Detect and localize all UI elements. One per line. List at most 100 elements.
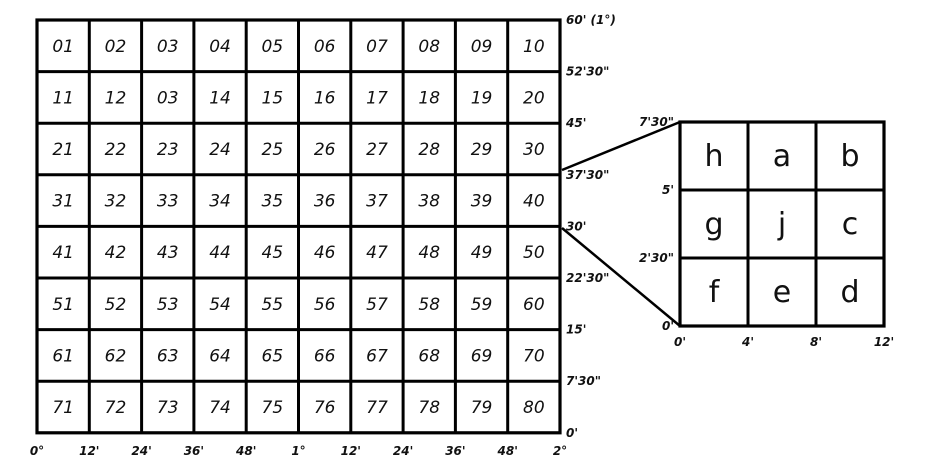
longitude-tick-label: 48' <box>235 444 256 458</box>
grid-cell-number: 60 <box>523 295 545 315</box>
grid-cell-number: 80 <box>523 398 545 418</box>
latitude-tick-label: 30' <box>566 219 586 233</box>
detail-grid-lines <box>678 120 886 328</box>
grid-cell-number: 29 <box>471 140 493 160</box>
grid-cell-number: 75 <box>262 398 284 418</box>
grid-cell-number: 52 <box>105 295 127 315</box>
detail-longitude-label: 0' <box>674 335 686 349</box>
subcell-letter: d <box>840 275 859 310</box>
subcell-letter: j <box>777 207 786 242</box>
longitude-tick-label: 2° <box>553 444 567 458</box>
grid-cell-number: 25 <box>262 140 284 160</box>
grid-cell-number: 09 <box>471 37 493 57</box>
longitude-tick-label: 24' <box>131 444 151 458</box>
grid-cell-number: 53 <box>157 295 179 315</box>
grid-cell-number: 18 <box>418 88 440 108</box>
detail-longitude-label: 8' <box>810 335 822 349</box>
grid-cell-number: 12 <box>105 88 127 108</box>
grid-cell-number: 72 <box>105 398 127 418</box>
subcell-letter: h <box>704 139 723 174</box>
grid-cell-number: 57 <box>366 295 388 315</box>
grid-cell-number: 06 <box>314 37 336 57</box>
longitude-tick-label: 36' <box>445 444 465 458</box>
grid-cell-number: 24 <box>209 140 231 160</box>
grid-cell-number: 43 <box>157 243 179 263</box>
detail-latitude-label: 5' <box>662 183 674 197</box>
detail-grid-left-axis: 7'30"5'2'30"0' <box>639 115 674 333</box>
grid-cell-number: 20 <box>523 88 545 108</box>
zoom-connector-lines <box>561 120 681 327</box>
grid-cell-number: 58 <box>418 295 440 315</box>
grid-cell-number: 40 <box>523 192 545 212</box>
grid-cell-number: 65 <box>262 346 284 366</box>
grid-cell-number: 47 <box>366 243 388 263</box>
grid-cell-number: 48 <box>418 243 440 263</box>
longitude-tick-label: 1° <box>291 444 305 458</box>
latitude-tick-label: 15' <box>566 323 586 337</box>
subcell-letter: c <box>842 207 859 242</box>
grid-cell-number: 54 <box>209 295 231 315</box>
latitude-tick-label: 0' <box>566 426 578 440</box>
grid-cell-number: 68 <box>418 346 440 366</box>
grid-cell-number: 17 <box>366 88 388 108</box>
grid-cell-number: 49 <box>471 243 493 263</box>
grid-cell-number: 76 <box>314 398 336 418</box>
grid-cell-number: 61 <box>52 346 74 366</box>
grid-cell-number: 63 <box>157 346 179 366</box>
zoom-connector-bottom <box>561 227 681 327</box>
detail-latitude-label: 2'30" <box>639 251 674 265</box>
grid-cell-number: 55 <box>262 295 284 315</box>
grid-cell-number: 31 <box>52 192 74 212</box>
detail-longitude-label: 12' <box>874 335 894 349</box>
grid-cell-number: 51 <box>52 295 74 315</box>
grid-cell-number: 32 <box>105 192 127 212</box>
grid-cell-number: 79 <box>471 398 493 418</box>
subcell-letter: e <box>773 275 791 310</box>
grid-cell-number: 19 <box>471 88 493 108</box>
grid-cell-number: 70 <box>523 346 545 366</box>
grid-cell-number: 38 <box>418 192 440 212</box>
longitude-tick-label: 24' <box>393 444 413 458</box>
grid-cell-number: 03 <box>157 88 179 108</box>
main-grid-right-axis: 60' (1°)52'30"45'37'30"30'22'30"15'7'30"… <box>565 13 616 440</box>
latitude-tick-label: 52'30" <box>566 65 609 79</box>
latitude-tick-label: 60' (1°) <box>566 13 616 27</box>
grid-cell-number: 74 <box>209 398 231 418</box>
grid-cell-number: 23 <box>157 140 179 160</box>
subcell-letter: b <box>840 139 859 174</box>
longitude-tick-label: 12' <box>79 444 99 458</box>
grid-cell-number: 33 <box>157 192 179 212</box>
grid-cell-number: 22 <box>105 140 127 160</box>
grid-cell-number: 01 <box>52 37 74 57</box>
detail-grid-bottom-axis: 0' 4' 8' 12' <box>674 335 894 349</box>
grid-cell-number: 42 <box>105 243 127 263</box>
grid-cell-number: 08 <box>418 37 440 57</box>
grid-cell-number: 62 <box>105 346 127 366</box>
main-grid-lines <box>35 18 562 435</box>
grid-cell-number: 26 <box>314 140 336 160</box>
grid-cell-number: 66 <box>314 346 336 366</box>
longitude-tick-label: 36' <box>184 444 204 458</box>
detail-latitude-label: 7'30" <box>639 115 674 129</box>
longitude-tick-label: 0° <box>30 444 44 458</box>
grid-cell-number: 56 <box>314 295 336 315</box>
grid-cell-number: 50 <box>523 243 545 263</box>
grid-cell-number: 71 <box>52 398 74 418</box>
grid-cell-number: 41 <box>52 243 74 263</box>
subcell-letter: f <box>709 275 721 310</box>
grid-cell-number: 45 <box>262 243 284 263</box>
grid-cell-number: 78 <box>418 398 440 418</box>
grid-cell-number: 39 <box>471 192 493 212</box>
grid-cell-number: 59 <box>471 295 493 315</box>
latitude-tick-label: 45' <box>565 116 586 130</box>
grid-cell-number: 67 <box>366 346 388 366</box>
main-grid-bottom-axis: 0°12'24'36'48'1°12'24'36'48'2° <box>30 444 567 458</box>
grid-cell-number: 37 <box>366 192 388 212</box>
latitude-tick-label: 7'30" <box>566 374 601 388</box>
grid-cell-number: 10 <box>523 37 545 57</box>
grid-cell-number: 04 <box>209 37 231 57</box>
grid-cell-number: 35 <box>262 192 284 212</box>
detail-longitude-label: 4' <box>741 335 754 349</box>
grid-cell-number: 15 <box>262 88 284 108</box>
